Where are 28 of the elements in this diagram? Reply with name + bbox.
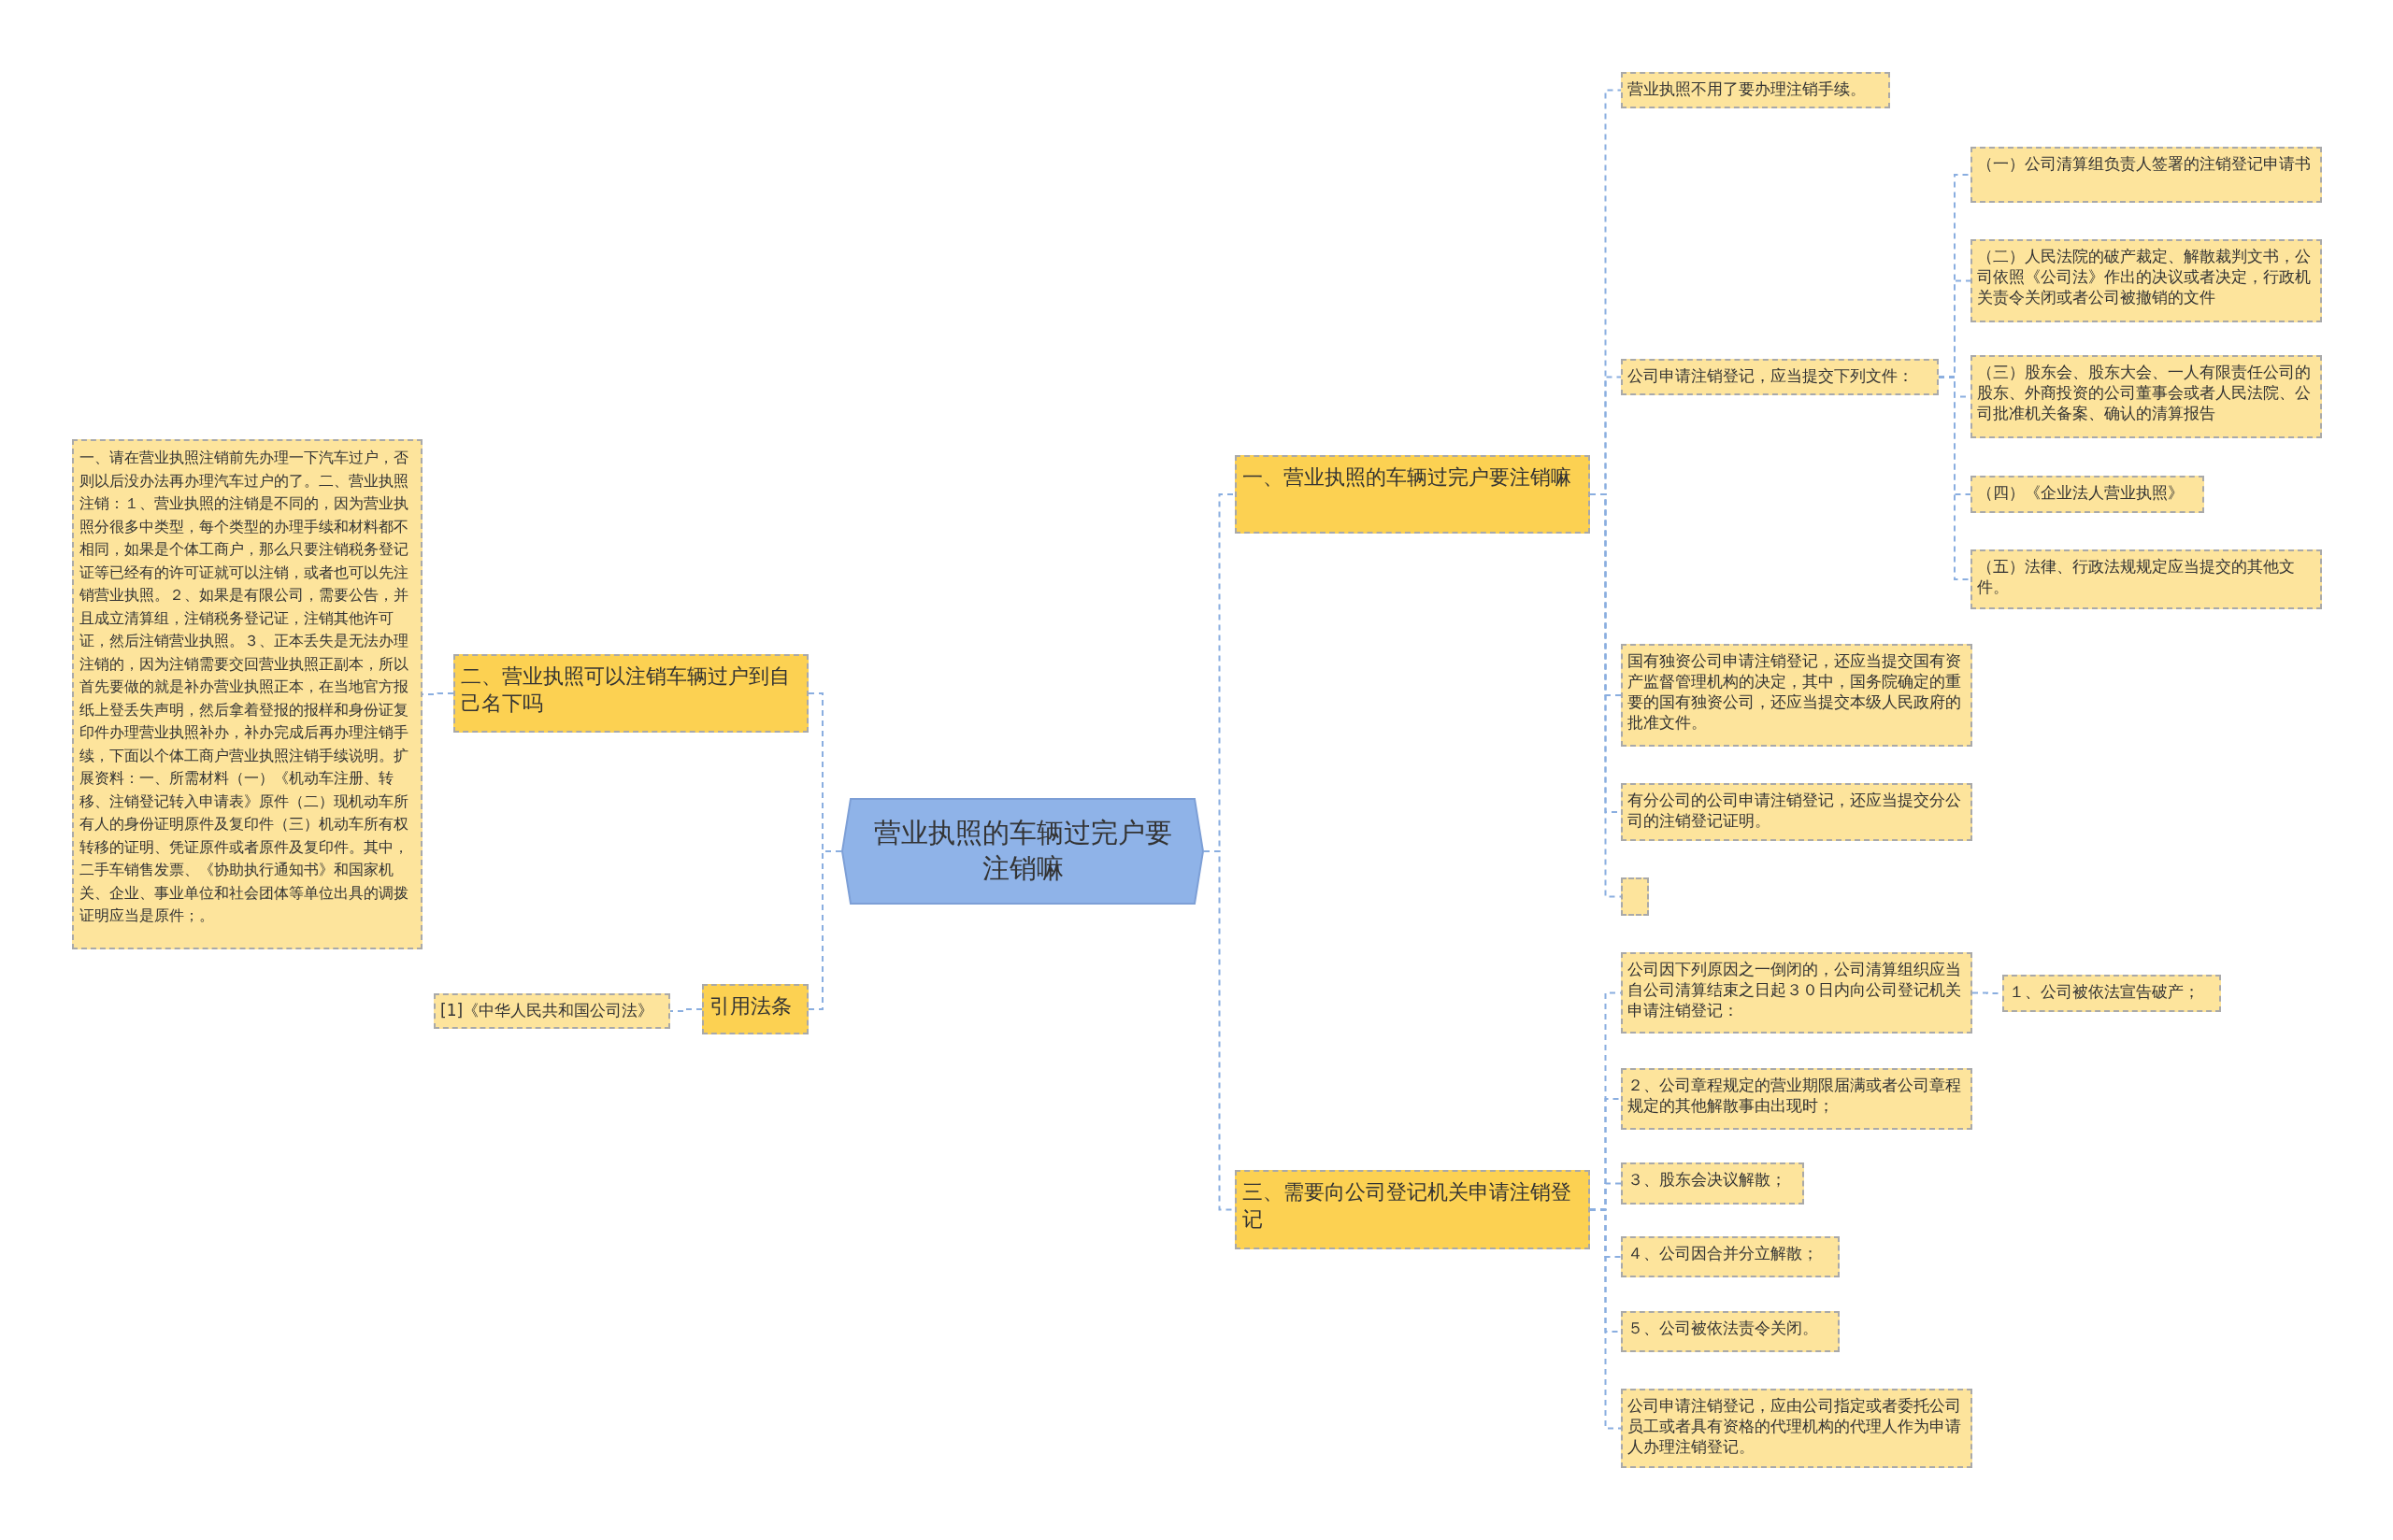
note-box: 一、请在营业执照注销前先办理一下汽车过户，否则以后没办法再办理汽车过户的了。二、营业执照注销：１、营业执照的注销是不同的，因为营业执照分很多中类型，每个类型的办理手续和材料都不相同，如果是个体工商户，那么只要注销税务登记证等已经有的许可证就可以注销，或者也可以先注销营业执照。２、如果是有限公司，需要公告，并且成立清算组，注销税务登记证，注销其他许可证，然后注销营业执照。３、正本丢失是无法办理注销的，因为注销需要交回营业执照正副本，所以首先要做的就是补办营业执照正本，在当地官方报纸上登丢失声明，然后拿着登报的报样和身份证复印件办理营业执照补办，补办完成后再办理注销手续，下面以个体工商户营业执照注销手续说明。扩展资料：一、所需材料（一）《机动车注册、转移、注销登记转入申请表》原件（二）现机动车所有人的身份证明原件及复印件（三）机动车所有权转移的证明、凭证原件或者原件及复印件。其中，二手车销售发票、《协助执行通知书》和国家机关、企业、事业单位和社会团体等单位出具的调拨证明应当是原件；。 [72,439,423,949]
note-box: 有分公司的公司申请注销登记，还应当提交分公司的注销登记证明。 [1621,783,1972,841]
topic-box: 二、营业执照可以注销车辆过户到自己名下吗 [453,654,809,733]
topic-box: 一、营业执照的车辆过完户要注销嘛 [1235,455,1590,534]
note-box: 营业执照不用了要办理注销手续。 [1621,72,1890,108]
note-box: ３、股东会决议解散； [1621,1162,1804,1205]
note-box: （五）法律、行政法规规定应当提交的其他文件。 [1970,549,2322,609]
note-box: １、公司被依法宣告破产； [2002,975,2221,1012]
empty-box [1621,877,1649,916]
connector-line [1938,376,1971,580]
connector-line [808,850,842,1010]
note-box: ２、公司章程规定的营业期限届满或者公司章程规定的其他解散事由出现时； [1621,1068,1972,1130]
central-topic: 营业执照的车辆过完户要注销嘛 [841,798,1204,905]
connector-line [669,1008,703,1012]
note-box: （三）股东会、股东大会、一人有限责任公司的股东、外商投资的公司董事会或者人民法院、公司批准机关备案、确认的清算报告 [1970,355,2322,438]
topic-box: 三、需要向公司登记机关申请注销登记 [1235,1170,1590,1249]
note-box: （四）《企业法人营业执照》 [1970,476,2204,513]
topic-box: 引用法条 [702,984,809,1034]
note-box: ４、公司因合并分立解散； [1621,1236,1840,1277]
connector-line [1589,1208,1622,1430]
note-box: [1]《中华人民共和国公司法》 [434,993,670,1029]
note-box: 公司申请注销登记，应由公司指定或者委托公司员工或者具有资格的代理机构的代理人作为申请人办理注销登记。 [1621,1389,1972,1468]
note-box: 公司因下列原因之一倒闭的，公司清算组织应当自公司清算结束之日起３０日内向公司登记机关申请注销登记： [1621,952,1972,1034]
note-box: （一）公司清算组负责人签署的注销登记申请书 [1970,147,2322,203]
note-box: ５、公司被依法责令关闭。 [1621,1311,1840,1352]
note-box: 国有独资公司申请注销登记，还应当提交国有资产监督管理机构的决定，其中，国务院确定的重要的国有独资公司，还应当提交本级人民政府的批准文件。 [1621,644,1972,747]
note-box: （二）人民法院的破产裁定、解散裁判文书，公司依照《公司法》作出的决议或者决定，行政机关责令关闭或者公司被撤销的文件 [1970,239,2322,322]
note-box: 公司申请注销登记，应当提交下列文件： [1621,359,1939,395]
